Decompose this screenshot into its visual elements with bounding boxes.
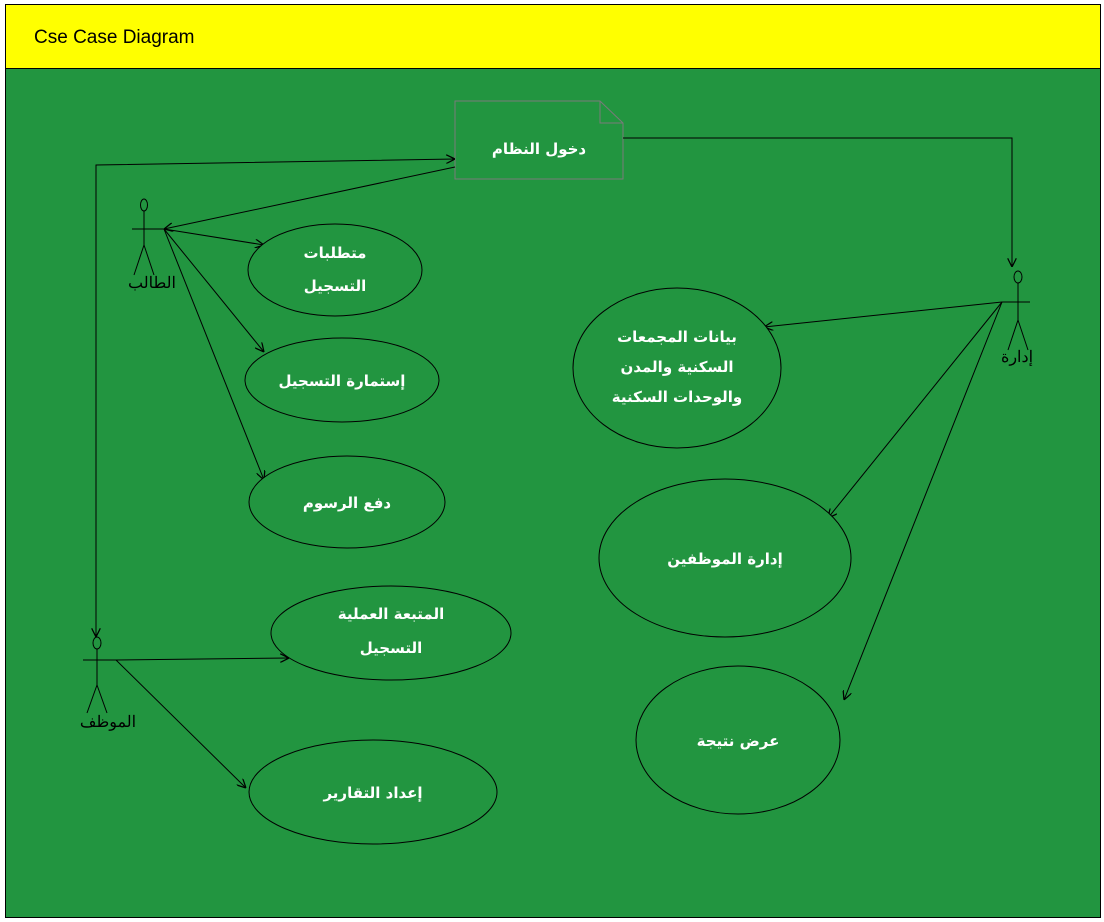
connector-student-fees xyxy=(163,228,264,480)
use-case-label-line: المتبعة العملية xyxy=(338,605,445,623)
connector-login-admin xyxy=(623,137,1012,267)
actor-student-label: الطالب xyxy=(128,275,176,292)
use-case-label-line: السكنية والمدن xyxy=(621,358,734,376)
use-case-label-line: دفع الرسوم xyxy=(303,494,392,512)
connector-admin-complex xyxy=(764,301,1003,327)
connector-student-requirements xyxy=(163,228,264,245)
connector-login-student xyxy=(164,166,456,229)
use-case-show-result: عرض نتيجة xyxy=(635,665,841,815)
use-case-complex-data: بيانات المجمعات السكنية والمدن والوحدات … xyxy=(572,287,782,449)
use-case-pay-fees: دفع الرسوم xyxy=(248,455,446,549)
diagram-title-bar: Cse Case Diagram xyxy=(6,5,1100,69)
connector-student-form xyxy=(163,228,264,352)
use-case-follow-registration: المتبعة العملية التسجيل xyxy=(270,585,512,681)
actor-student-head xyxy=(140,198,148,212)
login-note: دخول النظام xyxy=(454,100,624,180)
use-case-label-line: عرض نتيجة xyxy=(697,732,780,750)
connector-employee-reports xyxy=(115,659,246,788)
use-case-label-line: متطلبات xyxy=(304,244,367,262)
use-case-label-line: التسجيل xyxy=(304,277,366,295)
use-case-label-line: بيانات المجمعات xyxy=(617,328,737,346)
actor-employee-label: الموظف xyxy=(80,714,136,731)
connector-admin-result xyxy=(844,301,1003,700)
actor-employee: الموظف xyxy=(80,636,136,731)
diagram-canvas: دخول النظام الطالب xyxy=(80,100,1033,845)
use-case-prepare-reports: إعداد التقارير xyxy=(248,739,498,845)
actor-admin-label: إدارة xyxy=(1001,349,1033,366)
actor-employee-head xyxy=(92,636,102,650)
use-case-registration-form: إستمارة التسجيل xyxy=(244,337,440,423)
use-case-label-line: والوحدات السكنية xyxy=(612,388,743,406)
diagram-title: Cse Case Diagram xyxy=(34,27,195,48)
actor-student: الطالب xyxy=(128,198,176,292)
use-case-registration-requirements: متطلبات التسجيل xyxy=(247,223,423,317)
use-case-label-line: التسجيل xyxy=(360,639,422,657)
use-case-manage-employees: إدارة الموظفين xyxy=(598,478,852,638)
actor-admin: إدارة xyxy=(1001,270,1033,366)
actor-admin-head xyxy=(1013,270,1023,284)
login-note-label: دخول النظام xyxy=(492,140,587,158)
connector-employee-follow xyxy=(115,658,289,660)
connector-admin-employees xyxy=(828,301,1003,518)
diagram-frame: Cse Case Diagram دخول النظام xyxy=(5,4,1101,918)
connector-login-employee xyxy=(96,159,455,637)
use-case-label-line: إدارة الموظفين xyxy=(667,550,782,568)
use-case-label-line: إعداد التقارير xyxy=(322,784,422,802)
use-case-label-line: إستمارة التسجيل xyxy=(279,372,406,390)
